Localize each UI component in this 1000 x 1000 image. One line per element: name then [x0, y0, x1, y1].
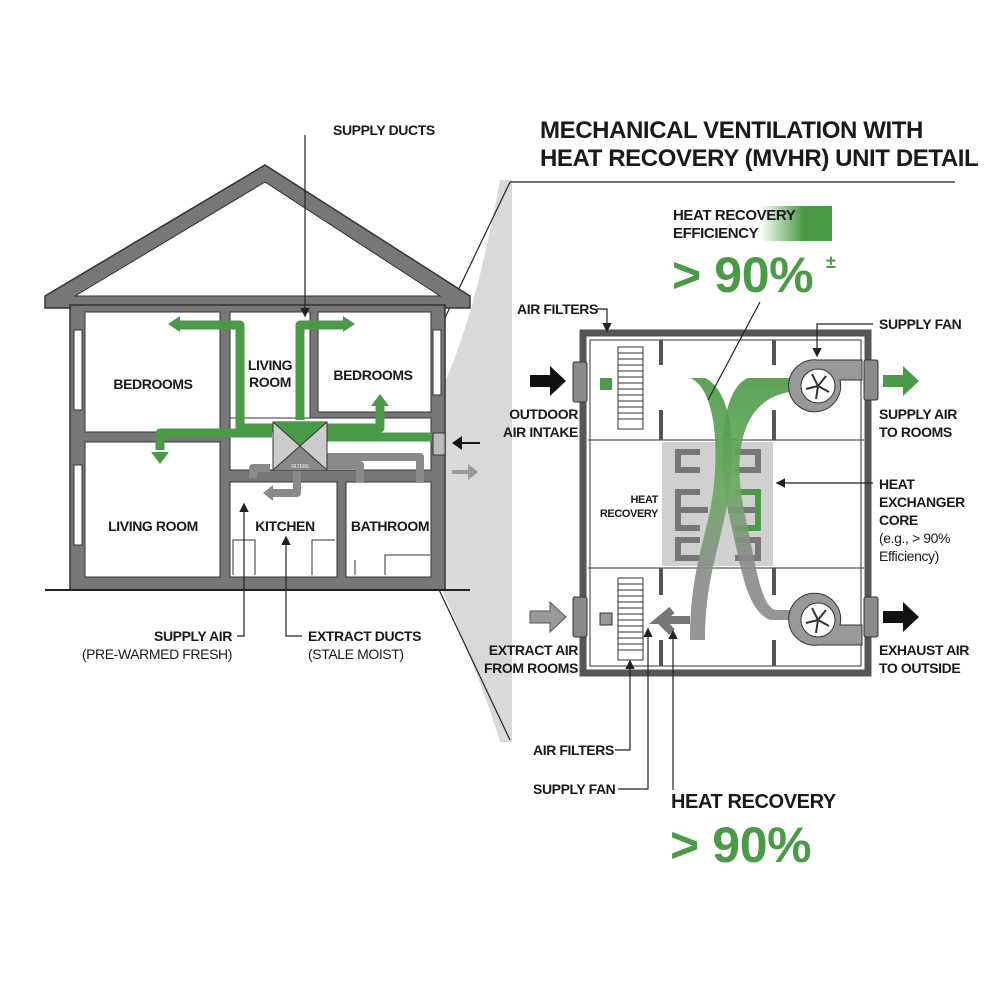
exhaust-out-arrow [883, 602, 919, 632]
supply-ducts-label: SUPPLY DUCTS [333, 122, 435, 138]
extract-ducts-sublabel: (STALE MOIST) [308, 646, 404, 662]
extract-ducts-label: EXTRACT DUCTS [308, 628, 421, 644]
efficiency-value: > 90% [672, 247, 813, 303]
exhaust-label-1: EXHAUST AIR [879, 642, 969, 658]
core-label-5: Efficiency) [879, 548, 939, 564]
core-label-2: EXCHANGER [879, 494, 965, 510]
air-filters-bottom-label: AIR FILTERS [533, 742, 614, 758]
supply-air-sublabel: (PRE-WARMED FRESH) [82, 646, 232, 662]
extract-label-1: EXTRACT AIR [489, 642, 578, 658]
air-filters-top-label: AIR FILTERS [517, 301, 598, 317]
supply-fan-bottom-label: SUPPLY FAN [533, 781, 616, 797]
room-bedrooms-left: BEDROOMS [113, 376, 192, 392]
supply-air-label: SUPPLY AIR [154, 628, 232, 644]
bottom-heading: HEAT RECOVERY [671, 791, 837, 813]
efficiency-label-2: EFFICIENCY [673, 225, 759, 242]
outdoor-intake-arrow [530, 366, 566, 396]
room-living-upper-2: ROOM [249, 374, 291, 390]
title-line-1: MECHANICAL VENTILATION WITH [540, 117, 923, 144]
house-mvhr-unit: FILTERS [272, 421, 328, 471]
title-line-2: HEAT RECOVERY (MVHR) UNIT DETAIL [540, 145, 978, 172]
efficiency-mark: ± [826, 252, 836, 272]
room-living-lower: LIVING ROOM [108, 518, 198, 534]
filter-top [617, 346, 644, 430]
house-section [44, 164, 471, 591]
room-bedrooms-right: BEDROOMS [333, 367, 412, 383]
filter-bottom [617, 577, 644, 661]
mvhr-unit-detail [572, 329, 879, 677]
supply-out-arrow [883, 366, 919, 396]
heat-recovery-label-1: HEAT [630, 494, 658, 506]
crossing-stream [722, 378, 790, 620]
efficiency-bar [760, 206, 832, 241]
room-bathroom: BATHROOM [351, 518, 429, 534]
core-label-4: (e.g., > 90% [879, 530, 950, 546]
bottom-value: > 90% [670, 817, 811, 873]
supply-fan-top [788, 359, 863, 413]
room-living-upper-1: LIVING [248, 357, 293, 373]
flow-arrows-outside [529, 366, 919, 634]
house-extract-ducts [249, 453, 424, 501]
unit-filters-label: FILTERS [291, 464, 309, 470]
extract-label-2: FROM ROOMS [484, 660, 578, 676]
efficiency-label-1: HEAT RECOVERY [673, 207, 796, 224]
room-kitchen: KITCHEN [255, 518, 315, 534]
supply-fan-top-label: SUPPLY FAN [879, 316, 962, 332]
house-supply-ducts [151, 316, 432, 464]
outdoor-label-2: AIR INTAKE [503, 424, 578, 440]
supply-to-rooms-1: SUPPLY AIR [879, 406, 957, 422]
supply-stream [648, 378, 733, 640]
supply-to-rooms-2: TO ROOMS [879, 424, 952, 440]
supply-fan-bottom [788, 592, 863, 646]
exhaust-label-2: TO OUTSIDE [879, 660, 960, 676]
extract-in-arrow [529, 600, 567, 634]
outdoor-label-1: OUTDOOR [509, 406, 578, 422]
house-wall-vent [432, 432, 480, 480]
core-label-3: CORE [879, 512, 918, 528]
core-label-1: HEAT [879, 476, 915, 492]
heat-recovery-label-2: RECOVERY [600, 508, 659, 520]
